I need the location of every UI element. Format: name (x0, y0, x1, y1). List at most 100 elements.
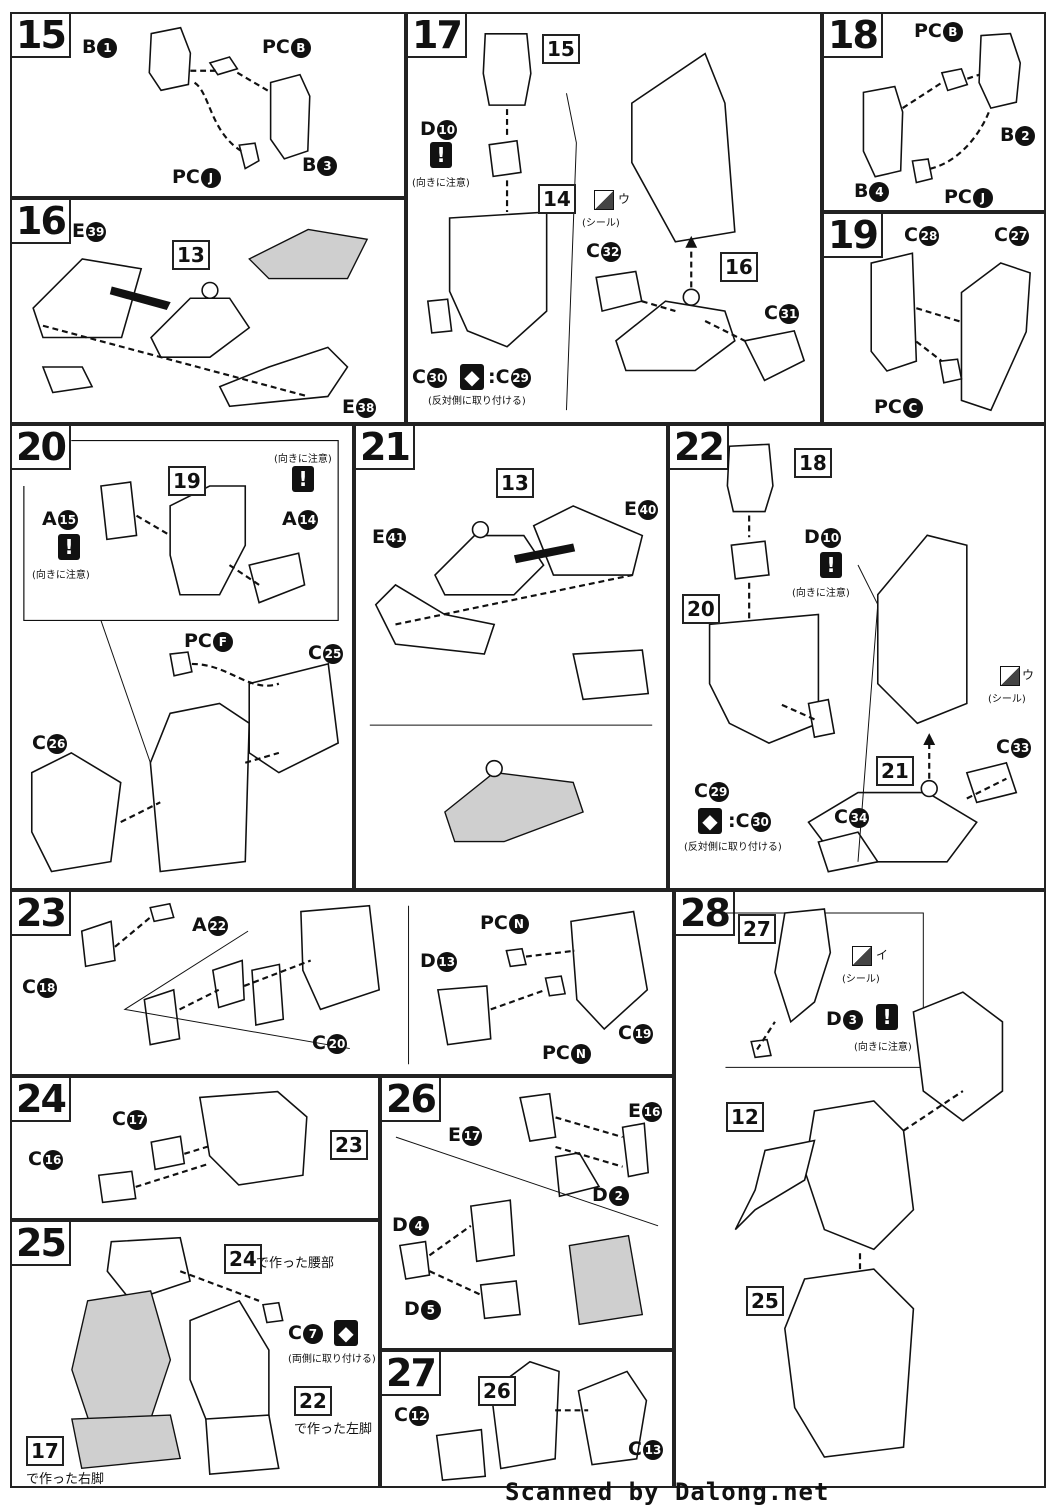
step-number: 19 (824, 214, 883, 258)
step-number: 20 (12, 426, 71, 470)
step-number: 23 (12, 892, 71, 936)
sticker-icon (852, 946, 872, 966)
ref-box-17: 17 (26, 1436, 64, 1466)
ref-box: 13 (172, 240, 210, 270)
note: (向きに注意) (412, 178, 470, 189)
note: (反対側に取り付ける) (428, 396, 526, 407)
warning-icon: ! (820, 552, 842, 578)
note: (向きに注意) (274, 454, 332, 465)
ref-box-26: 26 (478, 1376, 516, 1406)
sticker-icon (1000, 666, 1020, 686)
step-15-parts (148, 26, 311, 170)
ref-box-16: 16 (720, 252, 758, 282)
opposite-side-icon: ◆ (460, 364, 484, 390)
step-number: 21 (356, 426, 415, 470)
note: (シール) (582, 218, 620, 229)
ref-box-13: 13 (496, 468, 534, 498)
step-19-parts (870, 252, 1031, 412)
note: で作った左脚 (294, 1422, 373, 1437)
step-number: 15 (12, 14, 71, 58)
step-24-parts (97, 1090, 308, 1204)
step-number: 18 (824, 14, 883, 58)
step-number: 22 (670, 426, 729, 470)
note: (向きに注意) (792, 588, 850, 599)
ref-box-15: 15 (542, 34, 580, 64)
sticker-label: ウ (618, 192, 631, 206)
note: (反対側に取り付ける) (684, 842, 782, 853)
step-number: 25 (12, 1222, 71, 1266)
ref-box-21: 21 (876, 756, 914, 786)
note: (両側に取り付ける) (288, 1354, 376, 1365)
ref-box-19: 19 (168, 466, 206, 496)
note: (向きに注意) (854, 1042, 912, 1053)
ref-box-14: 14 (538, 184, 576, 214)
opposite-side-icon: ◆ (698, 808, 722, 834)
step-18-parts (862, 32, 1022, 184)
step-number: 27 (382, 1352, 441, 1396)
note: (向きに注意) (32, 570, 90, 581)
ref-box-24: 24 (224, 1244, 262, 1274)
warning-icon: ! (430, 142, 452, 168)
step-21-parts (369, 505, 653, 843)
note: (シール) (842, 974, 880, 985)
step-number: 28 (676, 892, 735, 936)
step-number: 26 (382, 1078, 441, 1122)
step-number: 17 (408, 14, 467, 58)
scan-credit: Scanned by Dalong.net (505, 1478, 830, 1506)
ref-box-18: 18 (794, 448, 832, 478)
step-22-parts (708, 443, 1018, 873)
sticker-label: イ (876, 948, 889, 962)
step-28-parts (725, 908, 1004, 1458)
ref-box-12: 12 (726, 1102, 764, 1132)
step-25-parts (71, 1236, 284, 1476)
step-16-parts (32, 228, 369, 408)
ref-box-23: 23 (330, 1130, 368, 1160)
step-23-parts (80, 902, 649, 1065)
